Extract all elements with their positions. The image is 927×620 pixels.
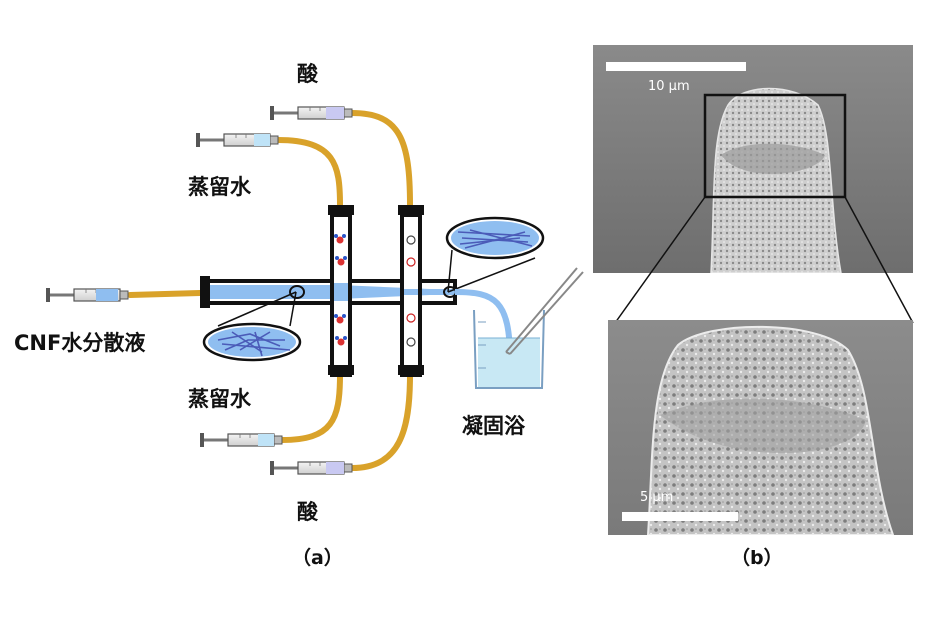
sem-image-magnified [608, 320, 913, 535]
scale-label-5um: 5 µm [640, 490, 674, 505]
cnf-aligned-inset [443, 216, 545, 298]
cnf-random-inset [202, 285, 305, 362]
label-water-bottom: 蒸留水 [188, 387, 251, 411]
syringe-water-bottom [199, 432, 283, 448]
acid-ions [406, 235, 416, 347]
label-coagulation-bath: 凝固浴 [462, 414, 525, 438]
zoom-indicator [614, 93, 914, 324]
water-molecules [334, 234, 347, 346]
caption-a: （a） [292, 547, 343, 569]
caption-b: （b） [731, 547, 783, 569]
syringe-water-top [195, 132, 279, 148]
label-cnf-dispersion: CNF水分散液 [14, 331, 146, 355]
tweezers [505, 267, 584, 355]
syringe-cnf [45, 287, 129, 303]
label-acid-top: 酸 [297, 62, 318, 86]
sem-image-overview [593, 45, 913, 273]
tubing [127, 110, 413, 471]
coagulation-bath [473, 309, 545, 389]
label-acid-bottom: 酸 [297, 500, 318, 524]
label-water-top: 蒸留水 [188, 175, 251, 199]
scale-bar-5um [622, 512, 738, 521]
spinning-device-diagram [45, 105, 584, 476]
syringe-acid-top [269, 105, 353, 121]
syringe-acid-bottom [269, 460, 353, 476]
scale-label-10um: 10 µm [648, 79, 690, 94]
scale-bar-10um [606, 62, 746, 71]
